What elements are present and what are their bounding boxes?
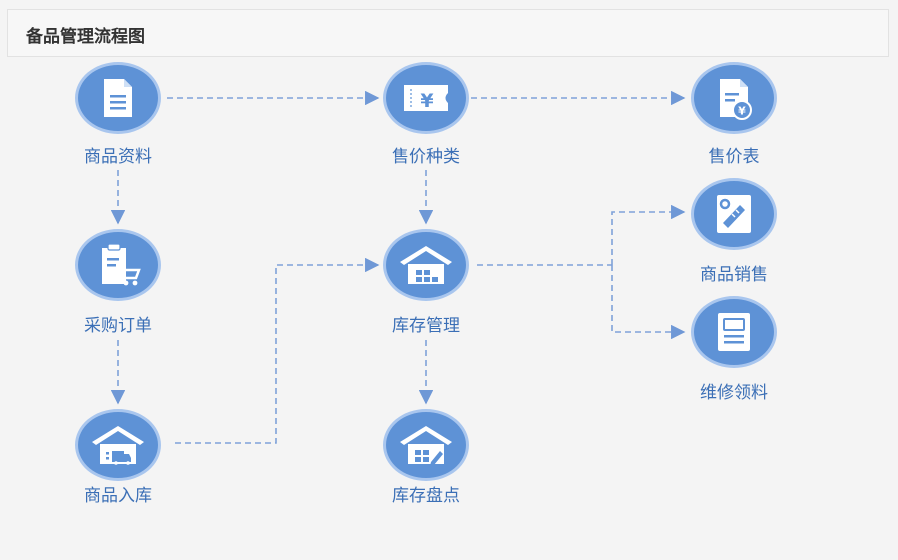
node-label: 维修领料	[700, 383, 768, 403]
document-icon	[75, 62, 161, 134]
warehouse-icon	[383, 229, 469, 301]
arrow-branch-to-product-sales	[611, 204, 686, 265]
svg-text:¥: ¥	[738, 105, 746, 118]
node-label: 采购订单	[84, 316, 152, 336]
price-document-icon: ¥	[691, 62, 777, 134]
arrow-branch-to-repair-materials	[611, 265, 686, 340]
warehouse-edit-icon	[383, 409, 469, 481]
node-label: 售价种类	[392, 147, 460, 167]
node-label: 商品销售	[700, 265, 768, 285]
price-tag-icon: ¥	[383, 62, 469, 134]
node-label: 库存盘点	[392, 486, 460, 506]
id-card-icon	[691, 296, 777, 368]
node-label: 售价表	[708, 147, 760, 167]
cart-clipboard-icon	[75, 229, 161, 301]
sales-tools-icon	[691, 178, 777, 250]
node-label: 库存管理	[392, 316, 460, 336]
arrow-product-inbound-to-inventory	[175, 257, 380, 444]
panel-header: 备品管理流程图	[7, 9, 889, 57]
node-label: 商品入库	[84, 486, 152, 506]
warehouse-inbound-icon	[75, 409, 161, 481]
page-title: 备品管理流程图	[26, 27, 145, 47]
node-label: 商品资料	[84, 147, 152, 167]
svg-text:¥: ¥	[420, 90, 433, 112]
